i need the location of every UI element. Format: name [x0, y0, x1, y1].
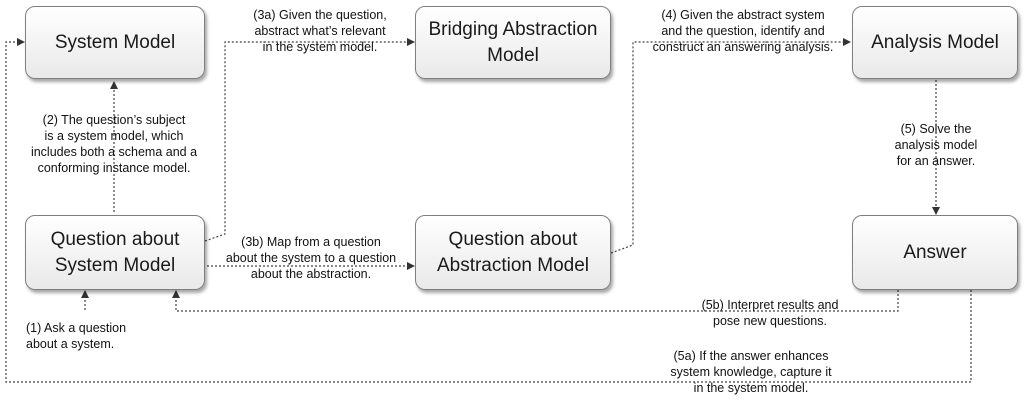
label-step-3b: (3b) Map from a question about the syste… [225, 235, 397, 281]
arrow-step-5b [172, 290, 899, 312]
node-bridging-abstraction-model: Bridging Abstraction Model [415, 6, 611, 79]
node-system-model: System Model [25, 6, 205, 79]
label-step-5b: (5b) Interpret results and pose new ques… [701, 298, 839, 328]
label-step-5: (5) Solve the analysis model for an answ… [894, 122, 978, 168]
node-answer: Answer [852, 215, 1018, 290]
label-step-3a: (3a) Given the question, abstract what’s… [253, 8, 387, 54]
arrow-step-4 [610, 38, 851, 254]
node-question-about-abstraction-model: Question about Abstraction Model [415, 215, 611, 290]
node-analysis-model: Analysis Model [852, 6, 1018, 79]
arrow-step-3a [204, 38, 415, 242]
label-step-4: (4) Given the abstract system and the qu… [652, 8, 834, 54]
node-question-about-system-model: Question about System Model [25, 215, 205, 290]
label-step-5a: (5a) If the answer enhances system knowl… [670, 349, 832, 395]
arrow-step-5a [5, 38, 972, 383]
label-step-2: (2) The question’s subject is a system m… [30, 113, 198, 175]
label-step-1: (1) Ask a question about a system. [26, 321, 127, 351]
